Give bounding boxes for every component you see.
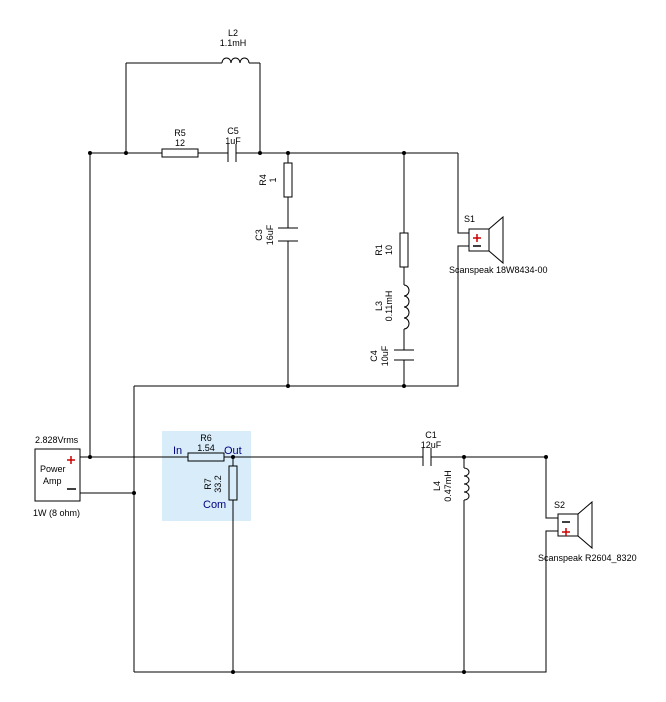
resistor-r6[interactable] (187, 452, 225, 462)
resistor-r4[interactable]: R4 1 (258, 162, 293, 198)
inductor-l4[interactable]: L4 0.47mH (432, 467, 470, 502)
junction-dot (462, 670, 466, 674)
junction-dot (286, 384, 290, 388)
r4-ref: R4 (258, 174, 268, 186)
attenuator-out-label: Out (224, 445, 242, 457)
l3-value: 0.11mH (384, 291, 394, 322)
c1-value: 12uF (421, 440, 442, 450)
r6-value: 1.54 (197, 443, 215, 453)
speaker-magnet (557, 513, 579, 537)
junction-dot (402, 151, 406, 155)
junction-dot (462, 455, 466, 459)
capacitor-c1[interactable]: C1 12uF (421, 430, 442, 466)
c5-value: 1uF (225, 136, 241, 146)
wire-s1-minus (134, 245, 469, 387)
inductor-l3[interactable]: L3 0.11mH (374, 284, 410, 330)
junction-dot (124, 151, 128, 155)
l4-ref: L4 (432, 481, 442, 491)
c3-ref: C3 (254, 229, 264, 241)
r7-value: 33.2 (213, 475, 223, 493)
r1-ref: R1 (374, 244, 384, 256)
c5-ref: C5 (227, 126, 239, 136)
speaker-s2[interactable]: S2 Scanspeak R2604_8320 (538, 500, 637, 563)
r5-ref: R5 (174, 128, 186, 138)
amp-voltage: 2.828Vrms (35, 435, 79, 445)
attenuator-com-label: Com (203, 499, 226, 511)
junction-dot (286, 151, 290, 155)
resistor-r1[interactable]: R1 10 (374, 232, 409, 268)
r5-value: 12 (175, 138, 185, 148)
c4-ref: C4 (369, 350, 379, 362)
l4-value: 0.47mH (443, 470, 453, 502)
capacitor-c4[interactable]: C4 10uF (369, 345, 414, 366)
junction-dot (544, 455, 548, 459)
s2-model: Scanspeak R2604_8320 (538, 553, 637, 563)
wire-s2-top (545, 457, 558, 519)
l3-ref: L3 (374, 301, 384, 311)
r6-ref: R6 (200, 433, 212, 443)
resistor-r5[interactable]: R5 12 (161, 128, 199, 158)
wires (80, 62, 558, 673)
speaker-cone (577, 500, 593, 550)
attenuator-highlight (162, 431, 251, 521)
resistor-r7[interactable] (228, 465, 238, 501)
capacitor-c3[interactable]: C3 16uF (254, 224, 298, 245)
c4-value: 10uF (380, 345, 390, 366)
s2-ref: S2 (554, 500, 565, 510)
amp-power: 1W (8 ohm) (33, 508, 80, 518)
junctions (88, 151, 548, 674)
l2-ref: L2 (228, 28, 238, 38)
attenuator-in-label: In (173, 445, 182, 457)
wire-s2-bottom (134, 530, 558, 673)
attenuator-block[interactable]: R6 1.54 R7 33.2 In Out Com (162, 431, 251, 521)
l2-value: 1.1mH (220, 38, 247, 48)
c1-ref: C1 (425, 430, 437, 440)
junction-dot (132, 491, 136, 495)
junction-dot (88, 151, 92, 155)
amp-label-line2: Amp (43, 476, 62, 486)
speaker-magnet (468, 228, 490, 252)
inductor-l2[interactable]: L2 1.1mH (220, 28, 250, 64)
wire-s1-plus (457, 153, 469, 234)
c3-value: 16uF (265, 224, 275, 245)
r1-value: 10 (384, 245, 394, 255)
speaker-s1[interactable]: S1 Scanspeak 18W8434-00 (449, 214, 548, 275)
junction-dot (258, 151, 262, 155)
junction-dot (88, 455, 92, 459)
r4-value: 1 (268, 177, 278, 182)
r7-ref: R7 (203, 478, 213, 490)
power-amp[interactable]: 2.828Vrms Power Amp 1W (8 ohm) (33, 435, 81, 518)
s1-model: Scanspeak 18W8434-00 (449, 265, 548, 275)
junction-dot (231, 670, 235, 674)
amp-label-line1: Power (40, 464, 66, 474)
s1-ref: S1 (464, 214, 475, 224)
speaker-cone (488, 215, 504, 265)
capacitor-c5[interactable]: C5 1uF (225, 126, 241, 162)
junction-dot (402, 384, 406, 388)
amp-box (34, 448, 81, 502)
